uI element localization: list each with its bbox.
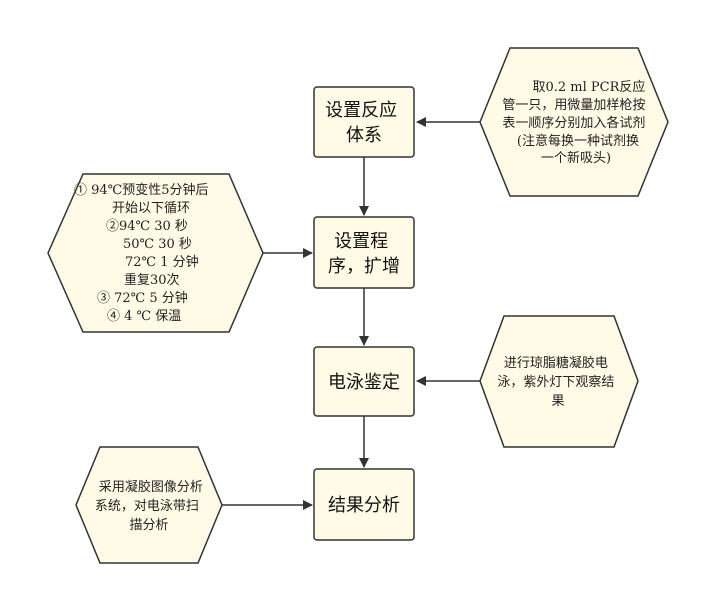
note-thermal-program-hexagon [47, 173, 264, 333]
note-thermal-program-line-5: 72℃ 1 分钟 [125, 254, 199, 270]
note-thermal-program-line-7: ③ 72℃ 5 分钟 [97, 290, 188, 306]
step-setup-reaction: 设置反应 体系 [313, 86, 415, 158]
note-image-analysis-hexagon [75, 446, 223, 564]
svg-text:电泳鉴定: 电泳鉴定 [328, 372, 400, 393]
note-pcr-tube-line-4: (注意每换一种试剂换 [517, 133, 639, 149]
note-gel-line-3: 果 [551, 394, 564, 409]
step-electrophoresis-label: 电泳鉴定 [328, 372, 400, 393]
note-image-analysis-line-2: 系统，对电泳带扫 [95, 499, 199, 514]
note-thermal-program: ① 94℃预变性5分钟后 开始以下循环 ②94℃ 30 秒 50℃ 30 秒 7… [47, 173, 264, 333]
note-pcr-tube-line-2: 管一只，用微量加样枪按 [502, 97, 645, 113]
step-setup-reaction-line-2: 体系 [346, 125, 382, 146]
note-thermal-program-line-2: 开始以下循环 [112, 201, 190, 216]
step-setup-reaction-box [313, 86, 415, 158]
svg-text:设置程 序，扩增: 设置程 序，扩增 [328, 231, 400, 277]
step-setup-reaction-line-1: 设置反应 [325, 100, 397, 121]
svg-text:取0.2 ml PCR反应 管一只，用微量加样枪: 取0.2 ml PCR反应 管一只，用微量加样枪按 表一顺序分别加入各试剂 (注… [502, 79, 649, 166]
step-electrophoresis: 电泳鉴定 [313, 346, 415, 417]
svg-text:结果分析: 结果分析 [328, 495, 400, 516]
note-thermal-program-line-1: ① 94℃预变性5分钟后 [74, 182, 209, 198]
note-pcr-tube-line-5: 一个新吸头) [541, 150, 611, 166]
note-thermal-program-line-6: 重复30次 [124, 272, 180, 288]
note-pcr-tube-hexagon [479, 47, 669, 197]
note-gel: 进行琼脂糖凝胶电 泳，紫外灯下观察结 果 [479, 315, 639, 448]
note-image-analysis: 采用凝胶图像分析 系统，对电泳带扫 描分析 [75, 446, 223, 564]
step-set-program-line-1: 设置程 [334, 231, 388, 252]
svg-text:进行琼脂糖凝胶电 泳，紫外灯下观察结: 进行琼脂糖凝胶电 泳，紫外灯下观察结 果 [497, 355, 618, 409]
note-image-analysis-line-3: 描分析 [129, 518, 168, 533]
note-gel-line-1: 进行琼脂糖凝胶电 [504, 355, 608, 371]
svg-text:设置反应 体系: 设置反应 体系 [325, 100, 403, 146]
note-gel-line-2: 泳，紫外灯下观察结 [497, 375, 614, 390]
step-set-program-line-2: 序，扩增 [328, 256, 400, 277]
note-pcr-tube: 取0.2 ml PCR反应 管一只，用微量加样枪按 表一顺序分别加入各试剂 (注… [479, 47, 669, 197]
step-set-program: 设置程 序，扩增 [313, 216, 415, 289]
step-set-program-box [313, 216, 415, 289]
note-gel-hexagon [479, 315, 639, 448]
step-electrophoresis-box [313, 346, 415, 417]
note-thermal-program-line-4: 50℃ 30 秒 [123, 237, 192, 252]
note-pcr-tube-line-3: 表一顺序分别加入各试剂 [502, 115, 645, 131]
step-result-analysis-box [313, 468, 415, 541]
svg-text:采用凝胶图像分析 系统，对电泳带扫: 采用凝胶图像分析 系统，对电泳带扫 描分析 [95, 479, 207, 533]
step-result-analysis: 结果分析 [313, 468, 415, 541]
note-pcr-tube-line-1: 取0.2 ml PCR反应 [532, 79, 645, 95]
note-thermal-program-line-8: ④ 4 ℃ 保温 [107, 309, 181, 324]
step-result-analysis-label: 结果分析 [328, 495, 400, 516]
note-thermal-program-line-3: ②94℃ 30 秒 [106, 219, 188, 234]
note-image-analysis-line-1: 采用凝胶图像分析 [99, 479, 203, 495]
svg-text:① 94℃预变性5分钟后 开始以下循环: ① 94℃预变性5分钟后 开始以下循环 ②94℃ 30 秒 50℃ 30 秒 7… [74, 182, 213, 324]
